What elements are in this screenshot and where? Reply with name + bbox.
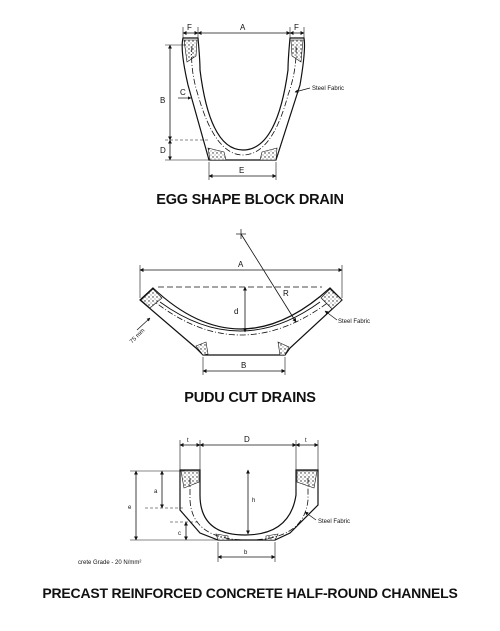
pudu-bottom-right-block xyxy=(277,341,290,356)
egg-label-b: B xyxy=(160,96,165,105)
pudu-radius-line xyxy=(240,233,297,323)
pudu-drain-steel-fabric-line xyxy=(149,297,335,336)
egg-drain-top-left-block xyxy=(183,39,198,63)
egg-label-f-right: F xyxy=(294,23,299,32)
half-round-outer-wall xyxy=(179,469,319,541)
pudu-steel-fabric-label: Steel Fabric xyxy=(338,319,370,325)
egg-label-f-left: F xyxy=(187,23,192,32)
half-round-bottom-left-block xyxy=(215,533,229,541)
half-round-channel-diagram xyxy=(130,440,319,562)
pudu-drain-outer-arc xyxy=(139,287,343,356)
half-round-label-t-left: t xyxy=(187,438,189,444)
half-round-label-a: a xyxy=(154,489,158,495)
half-round-title: PRECAST REINFORCED CONCRETE HALF-ROUND C… xyxy=(42,585,458,601)
pudu-cut-drain-diagram xyxy=(136,229,343,375)
egg-drain-bottom-left-block xyxy=(207,147,227,161)
half-round-label-b: b xyxy=(244,550,248,556)
egg-label-e: E xyxy=(239,166,244,175)
pudu-right-block xyxy=(320,288,343,310)
pudu-bottom-left-block xyxy=(195,341,209,356)
egg-label-a: A xyxy=(240,23,246,32)
egg-drain-outer-wall xyxy=(181,37,306,161)
egg-shape-title: EGG SHAPE BLOCK DRAIN xyxy=(156,192,344,208)
half-round-steel-fabric-label: Steel Fabric xyxy=(318,519,350,525)
egg-shape-drain-diagram xyxy=(165,27,311,180)
egg-drain-steel-fabric-line xyxy=(191,45,297,156)
pudu-label-a: A xyxy=(238,260,244,269)
egg-drain-top-right-block xyxy=(290,39,304,63)
pudu-label-75mm: 75 mm xyxy=(129,328,146,345)
half-round-label-c: c xyxy=(178,531,181,537)
half-round-label-d-cap: D xyxy=(244,435,250,444)
pudu-label-d: d xyxy=(234,307,238,316)
egg-label-d: D xyxy=(160,146,166,155)
egg-label-c: C xyxy=(180,88,186,97)
egg-drain-bottom-right-block xyxy=(259,147,278,161)
pudu-label-r: R xyxy=(283,289,289,298)
half-round-label-e: e xyxy=(128,505,132,511)
pudu-cut-title: PUDU CUT DRAINS xyxy=(184,390,316,406)
half-round-label-h: h xyxy=(252,498,255,504)
pudu-drain-inner-arc xyxy=(159,301,321,332)
pudu-left-block xyxy=(140,288,163,309)
egg-steel-fabric-label: Steel Fabric xyxy=(312,86,344,92)
half-round-top-right-block xyxy=(296,470,318,489)
half-round-steel-fabric-line xyxy=(189,478,309,541)
pudu-label-b: B xyxy=(241,361,246,370)
half-round-label-t-right: t xyxy=(305,438,307,444)
concrete-grade-note: crete Grade - 20 N/mm² xyxy=(78,560,141,566)
